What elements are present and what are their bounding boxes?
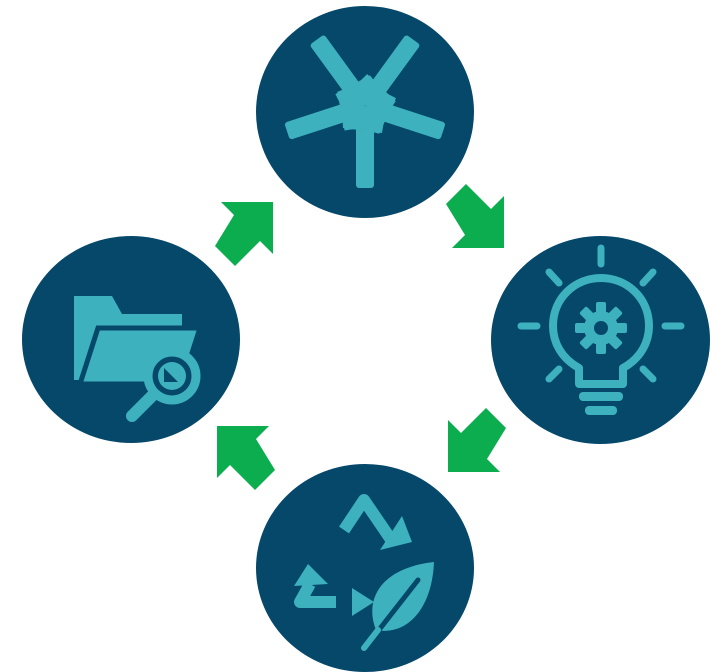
lightbulb-gear-icon bbox=[517, 244, 685, 415]
arrow-down-right bbox=[431, 174, 521, 264]
hands-together-icon bbox=[285, 35, 445, 188]
collaboration-node bbox=[256, 6, 474, 218]
sustainability-node bbox=[256, 464, 474, 672]
recycle-leaf-icon bbox=[294, 494, 434, 651]
research-node bbox=[22, 236, 240, 443]
arrow-up-left bbox=[200, 410, 290, 500]
arrow-down-left bbox=[431, 398, 521, 488]
innovation-node bbox=[491, 236, 710, 444]
folder-search-icon bbox=[74, 296, 204, 422]
arrow-up-right bbox=[200, 186, 290, 276]
